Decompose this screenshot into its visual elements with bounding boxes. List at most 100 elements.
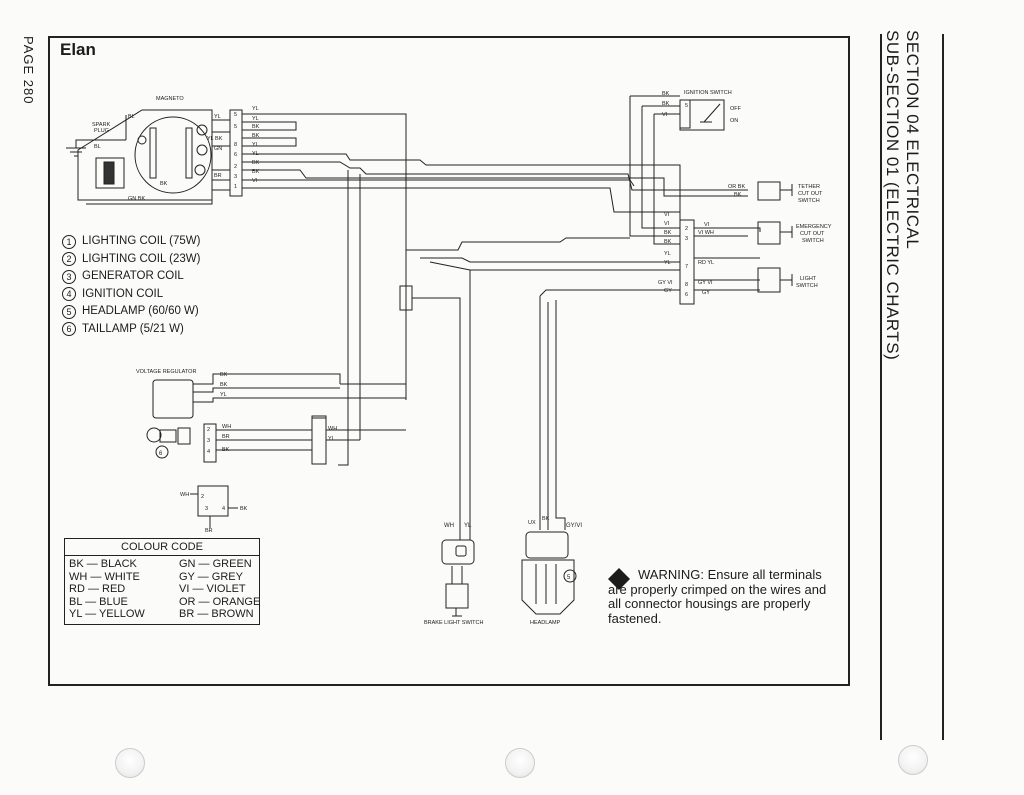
- magneto-connector: [229, 109, 243, 197]
- rear-connector: [311, 415, 327, 465]
- coil-callout: [196, 124, 208, 136]
- light-switch-body: [757, 267, 781, 293]
- pin-label: 7: [685, 264, 688, 270]
- wire-label: BK: [252, 124, 260, 130]
- legend-number: 3: [62, 269, 76, 284]
- legend-number: 5: [62, 304, 76, 319]
- wire-label: BK: [662, 91, 670, 97]
- coil-callout: [196, 144, 208, 156]
- binder-hole: [898, 745, 928, 775]
- legend-item: 5 HEADLAMP (60/60 W): [62, 303, 200, 321]
- wire-label: BK: [252, 160, 260, 166]
- wire-label: GN: [214, 146, 222, 152]
- diagram-frame: [48, 36, 850, 686]
- pin-label: 2: [201, 494, 204, 500]
- wire-label: WH: [180, 492, 189, 498]
- spark-plug-cap: [95, 157, 125, 189]
- voltage-regulator-label: VOLTAGE REGULATOR: [136, 369, 196, 375]
- brake-light-switch-label: BRAKE LIGHT SWITCH: [424, 620, 484, 626]
- pin-label: 3: [205, 506, 208, 512]
- wire-label: VI: [704, 222, 710, 228]
- brake-switch-top: [441, 539, 475, 565]
- legend-label: HEADLAMP (60/60 W): [82, 305, 199, 317]
- colour-code-title: COLOUR CODE: [65, 539, 259, 556]
- wire-label: OR BK: [728, 184, 745, 190]
- pin-label: 1: [234, 184, 237, 190]
- colour-entry: BL — BLUE: [69, 595, 128, 608]
- wire-label: BK: [240, 506, 248, 512]
- light-switch-label: LIGHT: [800, 276, 817, 282]
- wire-label: YL BK: [207, 136, 223, 142]
- generator-coil: [185, 127, 193, 179]
- tether-label: CUT OUT: [798, 191, 823, 197]
- pin-label: 2: [685, 226, 688, 232]
- pin-label: 3: [207, 438, 210, 444]
- pin-label: 5: [685, 103, 688, 109]
- tether-label: SWITCH: [798, 198, 820, 204]
- light-switch-label: SWITCH: [796, 283, 818, 289]
- headlamp-socket: [525, 531, 569, 559]
- aux-connector: [197, 485, 229, 517]
- colour-entry: BK — BLACK: [69, 558, 137, 570]
- spark-plug-body: [103, 161, 115, 185]
- taillamp-connector: [203, 423, 217, 463]
- warning-diamond-icon: [608, 568, 630, 590]
- legend-label: GENERATOR COIL: [82, 270, 184, 282]
- legend-number: 6: [62, 322, 76, 337]
- headlamp-reflector: [521, 559, 575, 615]
- margin-rule: [880, 34, 882, 740]
- wire-label: GY: [702, 290, 710, 296]
- warning-note: WARNING: Ensure all terminals are proper…: [608, 567, 838, 626]
- wire-label: YL: [664, 260, 671, 266]
- wire-label: VI: [664, 212, 670, 218]
- pin-label: 5: [234, 124, 237, 130]
- wire-label: YL: [252, 106, 259, 112]
- ignition-coil: [149, 127, 157, 179]
- magneto-label: MAGNETO: [156, 96, 184, 102]
- pin-label: 4: [222, 506, 225, 512]
- wire-label: YL: [220, 392, 227, 398]
- brake-switch-body: [445, 583, 469, 609]
- wire-label: BR: [214, 173, 222, 179]
- spark-ground: [66, 139, 126, 157]
- wire-label: BK: [664, 239, 672, 245]
- legend-label: LIGHTING COIL (75W): [82, 235, 201, 247]
- wire-label: YL: [252, 142, 259, 148]
- coil-callout: [194, 164, 206, 176]
- wire-label: VI: [662, 112, 668, 118]
- headlamp-callout: [563, 569, 577, 583]
- ignition-switch-label: IGNITION SWITCH: [684, 90, 732, 96]
- wire-label: BK: [220, 382, 228, 388]
- pin-label: 8: [234, 142, 237, 148]
- wire-label: YL: [328, 436, 335, 442]
- wire-label: BL: [128, 114, 135, 120]
- emergency-switch-body: [757, 221, 781, 245]
- wire-label: BK: [664, 230, 672, 236]
- voltage-regulator-body: [152, 379, 194, 419]
- legend-label: LIGHTING COIL (23W): [82, 252, 201, 265]
- magneto-flywheel: [134, 116, 212, 194]
- legend-item: 3 GENERATOR COIL: [62, 268, 200, 286]
- wire-label: GY: [664, 288, 672, 294]
- wire-label: WH: [222, 424, 231, 430]
- pin-label: 3: [685, 236, 688, 242]
- wire-label: BK: [252, 169, 260, 175]
- wire-label: BK: [220, 372, 228, 378]
- headlamp-label: HEADLAMP: [530, 620, 561, 626]
- colour-entry: YL — YELLOW: [69, 608, 145, 620]
- taillamp-callout: [155, 445, 169, 459]
- wire-label: YL: [252, 116, 259, 122]
- colour-entry: WH — WHITE: [69, 570, 140, 583]
- emergency-label: CUT OUT: [800, 231, 825, 237]
- wire-label: YL: [214, 114, 221, 120]
- coil-callout: [137, 135, 147, 145]
- magneto-housing: [77, 109, 213, 201]
